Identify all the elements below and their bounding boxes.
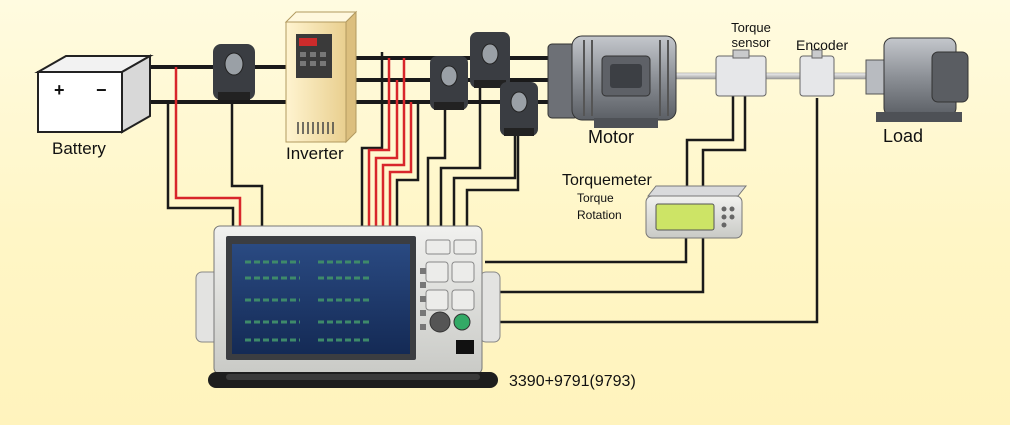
inverter-label: Inverter <box>286 144 344 163</box>
current-sensor-u <box>430 56 468 110</box>
battery-label: Battery <box>52 139 106 158</box>
model-number-label: 3390+9791(9793) <box>509 373 636 390</box>
motor <box>547 35 677 128</box>
torque-sensor <box>715 49 767 97</box>
torque-sensor-label: Torque sensor <box>731 20 771 50</box>
encoder <box>799 49 835 97</box>
torquemeter-label: Torquemeter <box>562 172 652 189</box>
signal-cables <box>485 96 819 324</box>
current-sensor-v <box>470 32 510 88</box>
inverter <box>284 10 358 144</box>
drive-shaft <box>675 72 882 80</box>
battery-minus-sign: − <box>96 80 107 100</box>
torque-output-label: Torque <box>577 191 614 205</box>
power-analyzer <box>195 225 501 388</box>
current-sensor-w <box>500 82 538 136</box>
voltage-wires <box>166 52 420 226</box>
rotation-output-label: Rotation <box>577 208 622 222</box>
load-label: Load <box>883 126 924 146</box>
motor-label: Motor <box>588 127 635 147</box>
load <box>865 37 969 122</box>
torquemeter <box>645 185 748 239</box>
battery <box>34 54 154 134</box>
battery-plus-sign: + <box>54 80 65 100</box>
current-sensor-battery <box>213 44 255 100</box>
sensor-cables <box>230 84 520 226</box>
encoder-label: Encoder <box>796 37 849 53</box>
